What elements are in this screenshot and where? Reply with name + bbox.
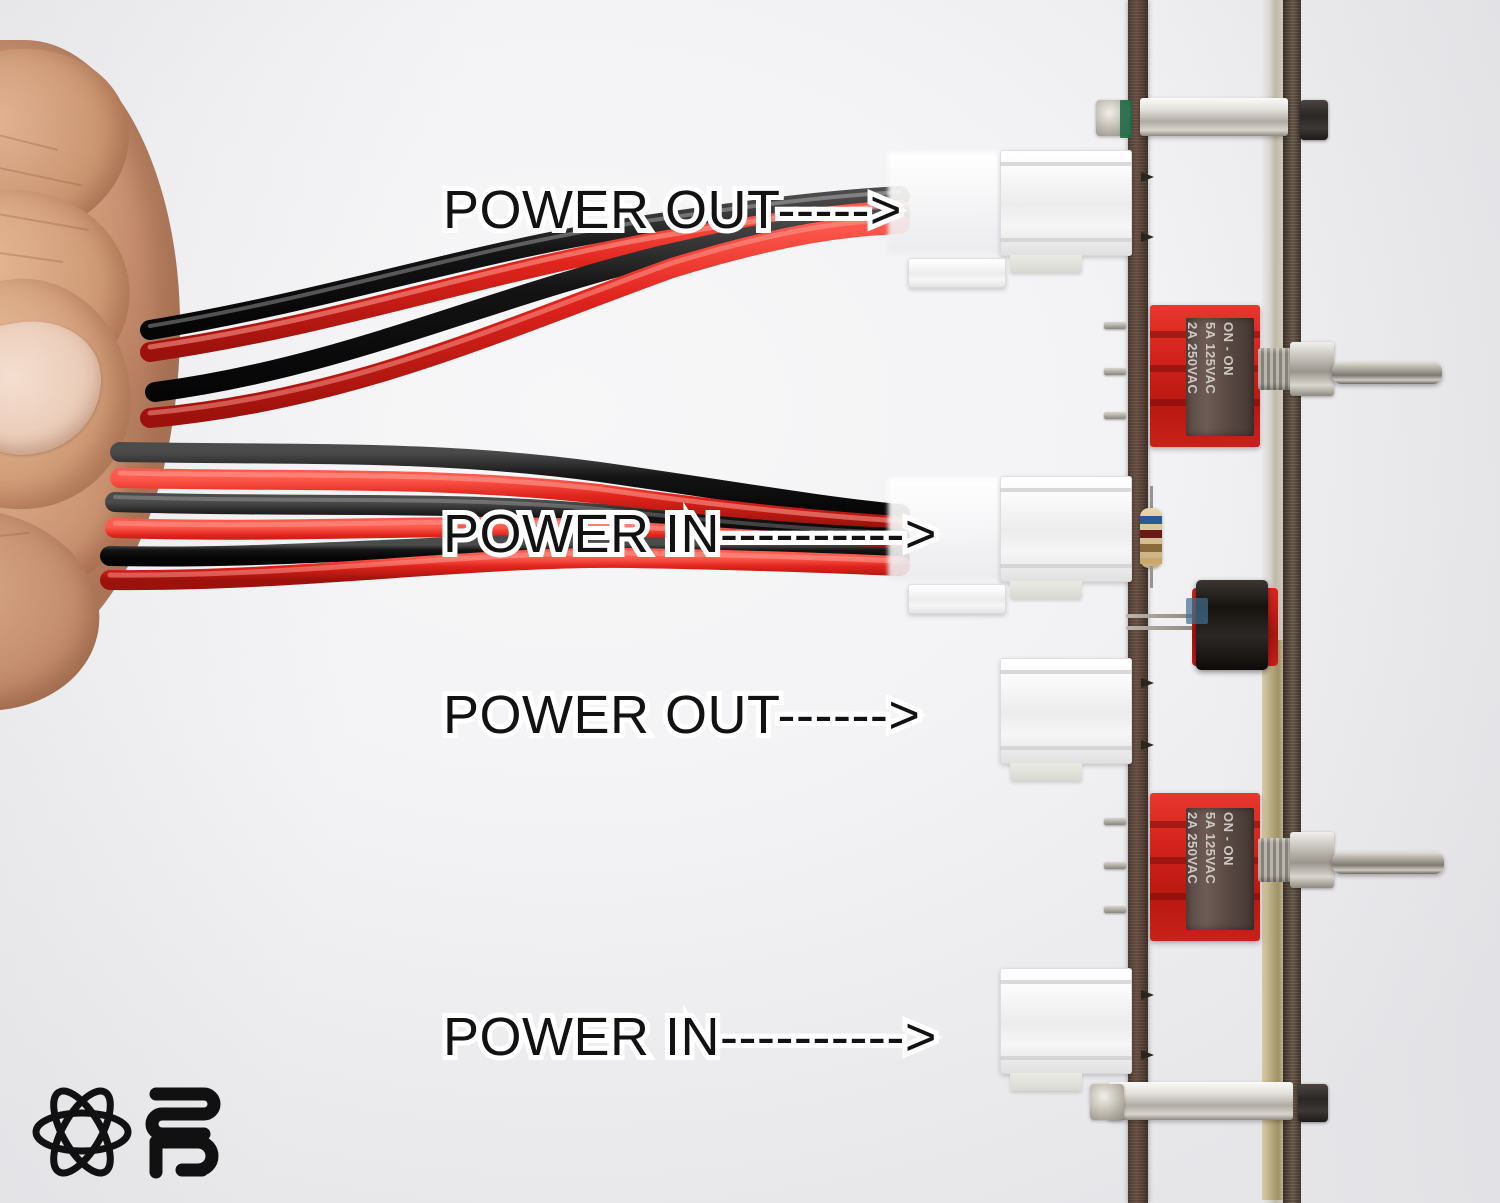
resistor-band-2 — [1140, 530, 1162, 538]
watermark-logo — [32, 1080, 232, 1185]
switch-rating-250vac: 2A 250VAC — [1185, 322, 1200, 395]
connector-4[interactable] — [1000, 968, 1132, 1091]
annotation-power-in-bottom: POWER IN----------> POWER IN----------> — [438, 1005, 941, 1069]
standoff-top — [1140, 98, 1288, 136]
connector-1-body-blur — [888, 152, 1008, 254]
resistor-lead — [1150, 486, 1153, 512]
push-button-stem — [1126, 614, 1196, 618]
resistor-band-4 — [1140, 558, 1162, 564]
standoff-bottom-nut — [1298, 1084, 1328, 1122]
annotation-power-in-bottom-text: POWER IN----------> — [443, 1007, 937, 1067]
standoff-bottom-screw — [1090, 1084, 1124, 1120]
switch-top-nut — [1290, 342, 1334, 396]
wire-bundle-power-in — [100, 442, 910, 591]
solder-pin-tip — [1141, 740, 1154, 750]
solder-pin-tip — [1141, 678, 1154, 688]
connector-2-latch — [908, 584, 1006, 614]
standoff-top-nut — [1300, 100, 1328, 140]
wire-bundle-power-out — [140, 186, 910, 428]
standoff-bottom — [1108, 1082, 1293, 1120]
annotation-power-in-upper-text: POWER IN----------> — [443, 504, 937, 564]
annotation-power-out-top-text: POWER OUT-----> — [443, 180, 902, 240]
switch-rating-125vac: 5A 125VAC — [1203, 322, 1218, 395]
connector-1-latch — [908, 258, 1006, 288]
push-button-flange — [1186, 598, 1208, 624]
connector-1[interactable] — [1000, 150, 1132, 273]
resistor-band-3 — [1140, 544, 1162, 552]
switch-rating-on-on: ON - ON — [1221, 812, 1236, 867]
annotation-power-in-upper: POWER IN----------> POWER IN----------> — [438, 502, 941, 566]
switch-terminal — [1104, 818, 1126, 825]
switch-terminal — [1104, 322, 1126, 329]
push-button-stem — [1126, 626, 1196, 630]
switch-bottom-nut — [1290, 832, 1334, 888]
annotation-power-out-lower-outline: POWER OUT------> — [438, 683, 925, 747]
resistor-band-1 — [1140, 516, 1162, 524]
switch-rating-250vac: 2A 250VAC — [1185, 812, 1200, 885]
annotation-power-out-top: POWER OUT-----> POWER OUT-----> — [438, 178, 906, 242]
switch-rating-125vac: 5A 125VAC — [1203, 812, 1218, 885]
annotation-power-out-top-outline: POWER OUT-----> — [438, 178, 906, 242]
resistor-lead — [1150, 566, 1153, 588]
annotation-power-in-upper-outline: POWER IN----------> — [438, 502, 941, 566]
mounting-plate-brass-section — [1262, 640, 1284, 1200]
connector-3[interactable] — [1000, 658, 1132, 781]
atom-icon — [32, 1087, 132, 1177]
solder-pad — [1120, 100, 1132, 138]
resistor — [1140, 508, 1162, 568]
connector-2-body-blur — [888, 478, 1008, 580]
annotation-power-out-lower-text: POWER OUT------> — [443, 685, 921, 745]
switch-bottom-lever[interactable] — [1332, 852, 1444, 874]
switch-top-lever[interactable] — [1332, 362, 1442, 384]
sr-monogram — [145, 1087, 221, 1179]
circuit-board — [1128, 0, 1148, 1203]
toggle-switch-bottom-body: ON - ON 5A 125VAC 2A 250VAC — [1185, 808, 1254, 930]
switch-terminal — [1104, 862, 1126, 869]
toggle-switch-top-body: ON - ON 5A 125VAC 2A 250VAC — [1185, 318, 1254, 436]
switch-terminal — [1104, 368, 1126, 375]
solder-pin-tip — [1141, 232, 1154, 242]
connector-2[interactable] — [1000, 476, 1132, 599]
mounting-rail — [1283, 0, 1301, 1203]
solder-pin-tip — [1141, 172, 1154, 182]
switch-terminal — [1104, 412, 1126, 419]
annotation-power-in-bottom-outline: POWER IN----------> — [438, 1005, 941, 1069]
annotation-power-out-lower: POWER OUT------> POWER OUT------> — [438, 683, 925, 747]
solder-pin-tip — [1141, 1050, 1154, 1060]
switch-terminal — [1104, 906, 1126, 913]
switch-rating-on-on: ON - ON — [1221, 322, 1236, 377]
push-button[interactable] — [1196, 580, 1268, 670]
wire-harness — [100, 186, 910, 591]
solder-pin-tip — [1141, 990, 1154, 1000]
